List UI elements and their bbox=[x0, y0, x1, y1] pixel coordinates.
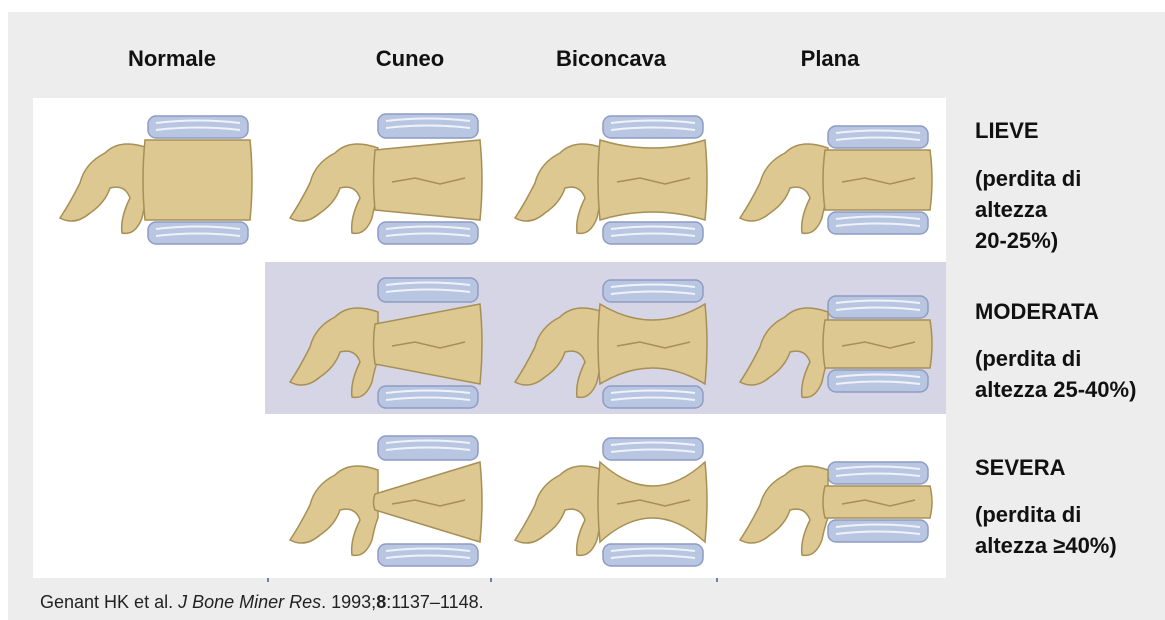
vertebral-arch bbox=[290, 466, 378, 555]
vertebral-arch bbox=[60, 144, 148, 233]
vertebral-body bbox=[374, 140, 483, 220]
vertebra-illustration bbox=[730, 272, 950, 417]
vertebral-body bbox=[598, 462, 707, 542]
vertebra-illustration bbox=[280, 272, 500, 417]
vertebral-arch bbox=[740, 144, 828, 233]
vertebral-arch bbox=[515, 308, 603, 397]
divider-tick bbox=[267, 578, 269, 582]
vertebra-illustration bbox=[730, 108, 950, 253]
vertebral-arch bbox=[290, 308, 378, 397]
citation-journal: J Bone Miner Res bbox=[178, 592, 321, 612]
column-header-biconcava: Biconcava bbox=[511, 46, 711, 72]
vertebral-body bbox=[823, 150, 932, 210]
column-header-plana: Plana bbox=[730, 46, 930, 72]
grade-label-moderata: MODERATA bbox=[975, 296, 1099, 327]
vertebral-arch bbox=[515, 466, 603, 555]
grade-description-lieve: (perdita di altezza 20-25%) bbox=[975, 163, 1081, 256]
grade-label-severa: SEVERA bbox=[975, 452, 1065, 483]
grade-description-moderata: (perdita di altezza 25-40%) bbox=[975, 343, 1136, 405]
citation-year: . 1993; bbox=[321, 592, 376, 612]
vertebra-illustration bbox=[730, 430, 950, 575]
vertebral-arch bbox=[740, 308, 828, 397]
grade-label-lieve: LIEVE bbox=[975, 115, 1039, 146]
vertebral-body bbox=[823, 320, 932, 368]
citation: Genant HK et al. J Bone Miner Res. 1993;… bbox=[40, 592, 484, 613]
vertebra-illustration bbox=[505, 108, 725, 253]
citation-authors: Genant HK et al. bbox=[40, 592, 178, 612]
vertebra-illustration bbox=[505, 272, 725, 417]
vertebral-arch bbox=[515, 144, 603, 233]
vertebra-illustration bbox=[505, 430, 725, 575]
vertebral-arch bbox=[740, 466, 828, 555]
vertebral-body bbox=[143, 140, 252, 220]
vertebral-body bbox=[374, 304, 483, 384]
divider-tick bbox=[490, 578, 492, 582]
citation-pages: :1137–1148. bbox=[386, 592, 483, 612]
vertebral-body bbox=[823, 486, 932, 518]
vertebral-body bbox=[374, 462, 483, 542]
vertebra-illustration bbox=[280, 430, 500, 575]
vertebral-body bbox=[598, 140, 707, 220]
vertebra-illustration bbox=[50, 108, 270, 253]
grade-description-severa: (perdita di altezza ≥40%) bbox=[975, 499, 1117, 561]
vertebral-body bbox=[598, 304, 707, 384]
vertebral-arch bbox=[290, 144, 378, 233]
divider-tick bbox=[716, 578, 718, 582]
column-header-normale: Normale bbox=[72, 46, 272, 72]
citation-volume: 8 bbox=[376, 592, 386, 612]
column-header-cuneo: Cuneo bbox=[310, 46, 510, 72]
vertebra-illustration bbox=[280, 108, 500, 253]
